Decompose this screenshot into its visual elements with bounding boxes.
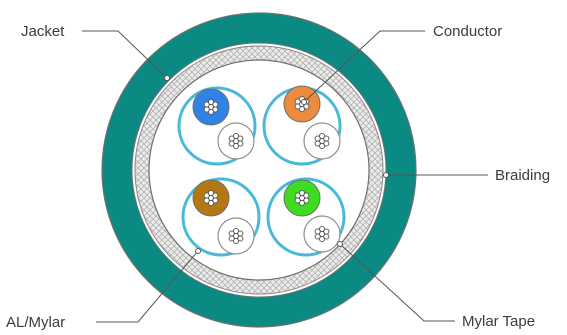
blue-pair: [177, 86, 257, 166]
conductor-leader-dot: [301, 99, 307, 105]
jacket-leader: [82, 30, 168, 79]
brown-pair-colored-wire-strands: [203, 189, 219, 207]
green-pair-white-wire-strands: [314, 225, 330, 243]
blue-pair-white-wire-strands: [228, 132, 244, 150]
brown-pair-white-wire-strands: [228, 227, 244, 245]
brown-pair: [181, 177, 261, 257]
braiding-label: Braiding: [495, 167, 550, 184]
braiding-leader-dot: [383, 172, 389, 178]
al-mylar-shield: [148, 59, 370, 281]
mylar-tape-label: Mylar Tape: [462, 313, 535, 330]
leader-lines: [82, 30, 488, 323]
orange-pair: [262, 85, 342, 166]
twisted-pairs: [177, 85, 346, 257]
jacket-leader-dot: [164, 75, 170, 81]
blue-pair-colored-wire-strands: [203, 98, 219, 116]
jacket-label: Jacket: [21, 23, 65, 40]
green-pair-colored-wire-strands: [294, 189, 310, 207]
al-mylar-label: AL/Mylar: [6, 314, 65, 331]
orange-pair-white-wire-strands: [314, 132, 330, 150]
al-mylar-leader: [96, 250, 199, 323]
al-mylar-leader-dot: [195, 248, 201, 254]
green-pair: [266, 177, 346, 257]
mylar-tape-leader-dot: [337, 241, 343, 247]
mylar-tape-leader: [339, 243, 455, 322]
conductor-leader: [303, 30, 425, 103]
conductor-label: Conductor: [433, 23, 502, 40]
